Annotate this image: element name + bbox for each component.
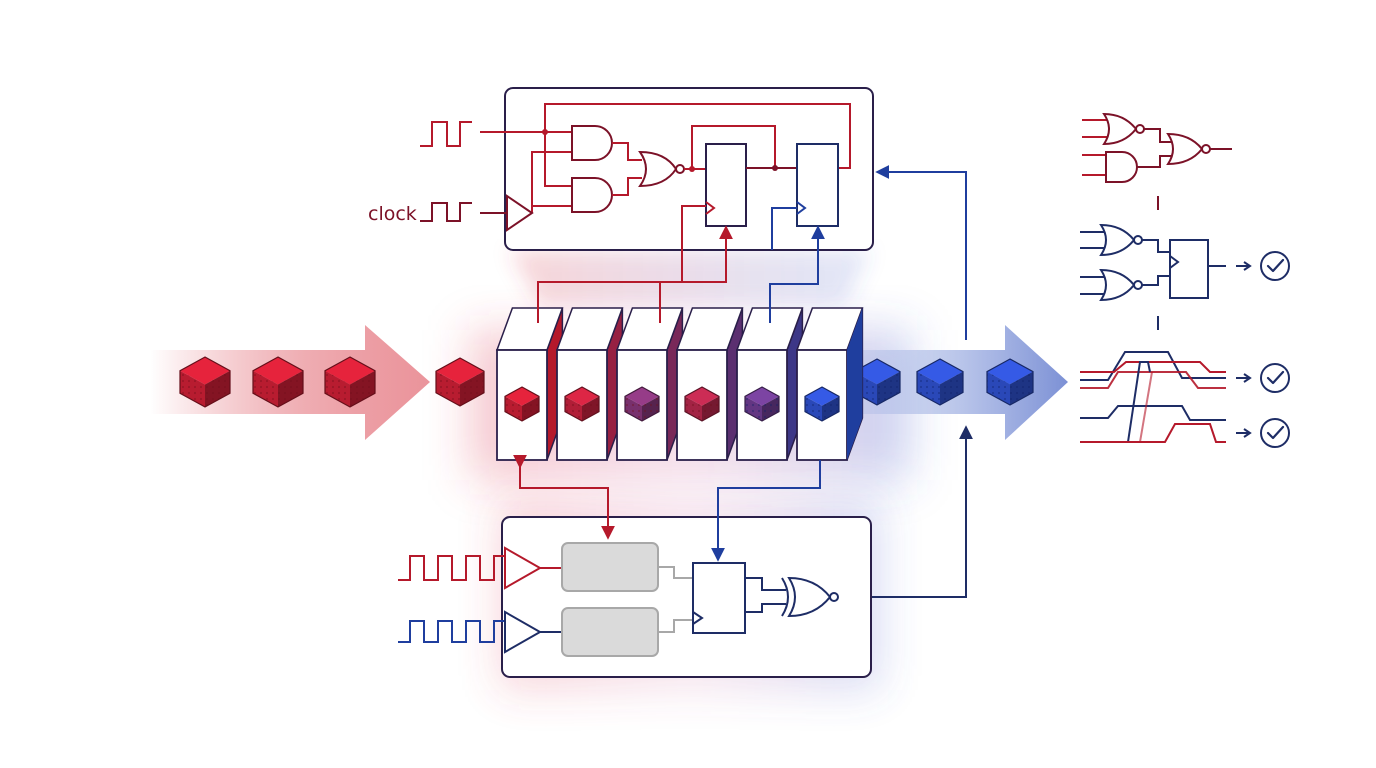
and-gate-icon <box>571 177 613 213</box>
gate-wire <box>612 142 642 161</box>
red-cube-icon <box>324 356 376 408</box>
stage-to-bottom-wires <box>513 454 821 562</box>
nor-gate-icon <box>638 150 678 188</box>
red-signal-waveform-icon <box>398 555 505 581</box>
bottom-logic-block <box>398 516 872 678</box>
clock-waveform-icon <box>420 202 472 222</box>
check-group <box>1236 251 1290 448</box>
stage-token-icon <box>684 386 720 422</box>
feedback-wire-outer <box>544 103 851 169</box>
and-gate-icon <box>571 125 613 161</box>
buffer-icon <box>504 610 543 654</box>
nor-gate-icon <box>1102 112 1138 146</box>
stage-token-icon <box>624 386 660 422</box>
red-cube-icon <box>252 356 304 408</box>
compare-flip-flop <box>692 562 746 634</box>
clock-notch <box>796 201 807 215</box>
input-token-group <box>179 356 485 408</box>
pipeline-stage <box>615 307 684 461</box>
pipeline-stage <box>495 307 564 461</box>
reference-circuit-red <box>1082 112 1232 183</box>
top-logic-block: clock <box>368 87 874 251</box>
xnor-gate-back-icon <box>781 577 789 617</box>
right-feedback-wires <box>836 165 973 598</box>
red-cube-icon <box>435 357 485 407</box>
check-circle-icon <box>1236 418 1290 448</box>
blue-cube-icon <box>916 358 964 406</box>
stage-to-top-wires <box>537 205 825 323</box>
stage-end-cap <box>847 308 863 460</box>
pipeline-stage <box>675 307 744 461</box>
flip-flop <box>1169 239 1209 299</box>
reference-circuit-blue <box>1080 223 1226 302</box>
gate-wire <box>612 177 642 196</box>
buffer-icon <box>504 546 543 590</box>
input-wire-c <box>544 132 572 187</box>
stage-token-icon <box>564 386 600 422</box>
gray-register-block <box>561 607 659 657</box>
flip-flop-blue <box>796 143 839 227</box>
check-circle-icon <box>1236 363 1290 393</box>
output-flow-arrow <box>860 325 1068 440</box>
nor-gate-icon <box>1099 223 1136 257</box>
pipeline-stage <box>555 307 624 461</box>
check-circle-icon <box>1236 251 1290 281</box>
stage-token-icon <box>804 386 840 422</box>
input-waveform-icon <box>420 121 472 147</box>
red-cube-icon <box>179 356 231 408</box>
junction-dot <box>772 165 778 171</box>
nor-gate-icon <box>1166 132 1204 166</box>
clock-notch <box>705 201 716 215</box>
xnor-gate-icon <box>787 576 832 618</box>
junction-dot <box>689 166 695 172</box>
stage-token-icon <box>504 386 540 422</box>
flip-flop-red <box>705 143 747 227</box>
verification-panel <box>1080 112 1290 448</box>
timing-waveforms <box>1080 351 1226 443</box>
output-token-group <box>853 358 1034 406</box>
stage-token-icon <box>744 386 780 422</box>
input-wire-b <box>531 151 572 213</box>
blue-cube-icon <box>986 358 1034 406</box>
pipeline-stages <box>495 307 864 461</box>
pipeline-stage <box>735 307 804 461</box>
clock-buffer-icon <box>506 194 534 232</box>
gray-register-block <box>561 542 659 592</box>
blue-cube-icon <box>853 358 901 406</box>
blue-signal-waveform-icon <box>398 620 505 643</box>
clock-label: clock <box>368 203 417 225</box>
inverter-bubble <box>829 592 839 602</box>
nor-gate-icon <box>1099 268 1136 302</box>
inverter-bubble <box>675 164 685 174</box>
and-gate-icon <box>1105 151 1138 183</box>
